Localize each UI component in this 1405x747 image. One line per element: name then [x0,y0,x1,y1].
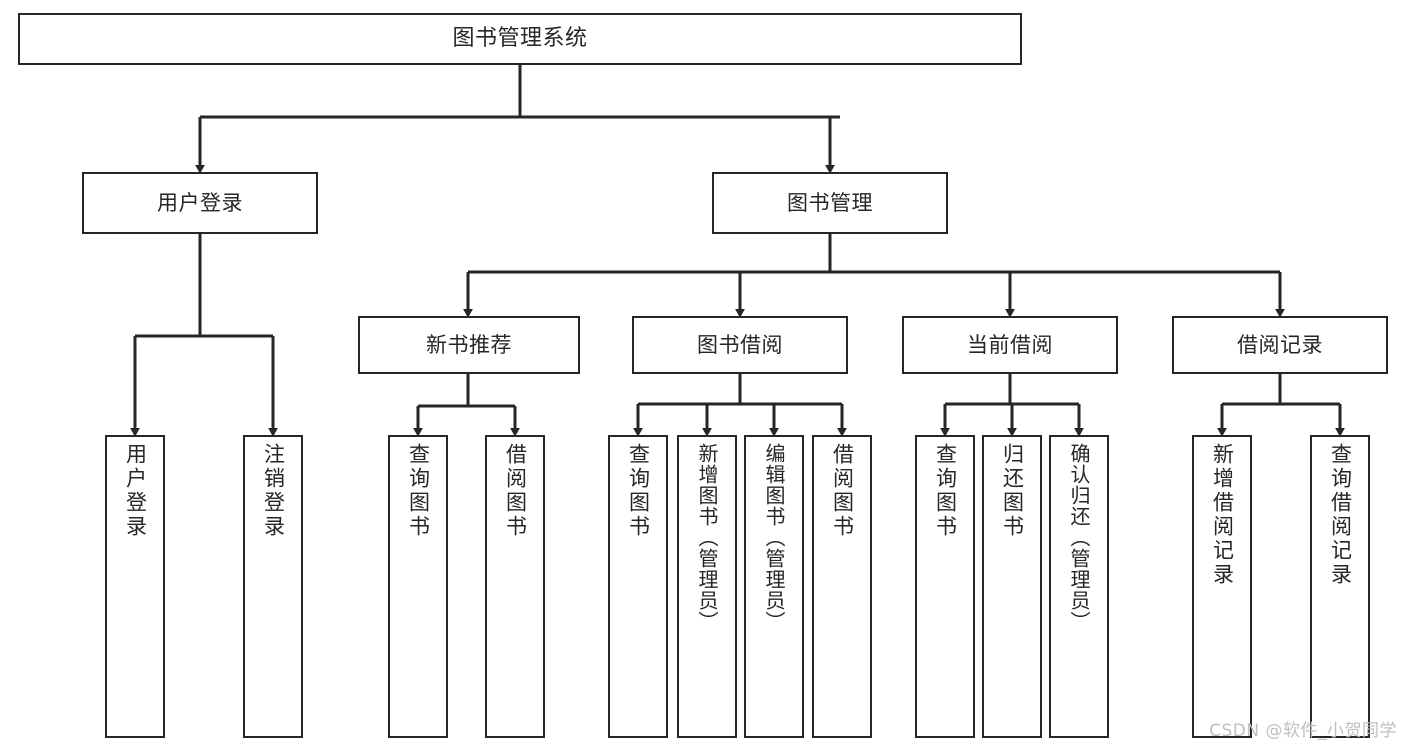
node-label: 确认归还（管理员） [1067,443,1091,632]
node-label: 新增图书（管理员） [695,443,719,632]
node-leaf-query-book-current[interactable]: 查询图书 [915,435,975,738]
node-label: 查询图书 [626,443,651,539]
node-label: 新增借阅记录 [1210,443,1235,587]
node-label: 图书管理系统 [452,26,588,52]
node-leaf-return-book[interactable]: 归还图书 [982,435,1042,738]
node-leaf-logout-login[interactable]: 注销登录 [243,435,303,738]
node-leaf-user-login[interactable]: 用户登录 [105,435,165,738]
node-label: 注销登录 [261,443,286,539]
node-borrow-record[interactable]: 借阅记录 [1172,316,1388,374]
node-label: 查询图书 [406,443,431,539]
node-label: 图书借阅 [697,332,783,357]
node-label: 当前借阅 [967,332,1053,357]
node-leaf-add-borrow-record[interactable]: 新增借阅记录 [1192,435,1252,738]
node-current-borrow[interactable]: 当前借阅 [902,316,1118,374]
node-label: 用户登录 [157,190,243,215]
node-label: 查询图书 [933,443,958,539]
node-label: 新书推荐 [426,332,512,357]
node-user-login[interactable]: 用户登录 [82,172,318,234]
node-book-manage[interactable]: 图书管理 [712,172,948,234]
node-leaf-confirm-return-admin[interactable]: 确认归还（管理员） [1049,435,1109,738]
node-label: 查询借阅记录 [1328,443,1353,587]
node-label: 图书管理 [787,190,873,215]
node-book-borrow[interactable]: 图书借阅 [632,316,848,374]
node-label: 归还图书 [1000,443,1025,539]
node-label: 用户登录 [123,443,148,539]
node-leaf-query-borrow-record[interactable]: 查询借阅记录 [1310,435,1370,738]
node-leaf-add-book-admin[interactable]: 新增图书（管理员） [677,435,737,738]
node-root-system[interactable]: 图书管理系统 [18,13,1022,65]
node-new-book-recommend[interactable]: 新书推荐 [358,316,580,374]
node-leaf-borrow-book[interactable]: 借阅图书 [812,435,872,738]
node-label: 借阅图书 [503,443,528,539]
node-leaf-query-book-recommend[interactable]: 查询图书 [388,435,448,738]
node-label: 借阅记录 [1237,332,1323,357]
node-leaf-edit-book-admin[interactable]: 编辑图书（管理员） [744,435,804,738]
node-leaf-query-book-borrow[interactable]: 查询图书 [608,435,668,738]
node-label: 借阅图书 [830,443,855,539]
node-label: 编辑图书（管理员） [762,443,786,632]
node-leaf-borrow-book-recommend[interactable]: 借阅图书 [485,435,545,738]
